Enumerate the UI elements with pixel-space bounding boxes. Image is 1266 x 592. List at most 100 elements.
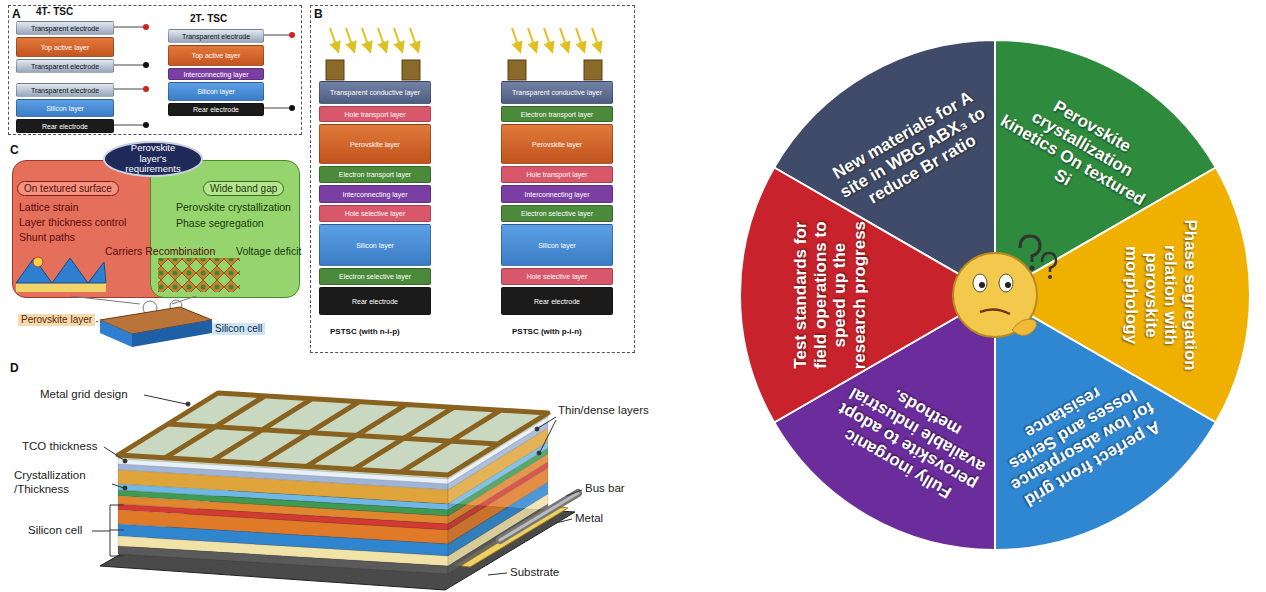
- label-text: Silicon cell: [28, 524, 82, 538]
- panel-frame: BTransparent conductive layerHole transp…: [310, 5, 635, 353]
- label-text: Silicon cell: [212, 323, 265, 335]
- layer-box: Transparent conductive layer: [319, 81, 431, 104]
- layer-box: Rear electrode: [168, 103, 264, 116]
- leader-lines: [92, 395, 582, 575]
- layer-box: Hole transport layer: [501, 166, 613, 183]
- layer-box: Transparent electrode: [16, 21, 114, 35]
- wheel-segment: Phase segregation relation with perovski…: [1121, 208, 1199, 383]
- label-text: Thin/dense layers: [558, 404, 649, 418]
- node-text: Rear electrode: [42, 123, 88, 130]
- thinking-face: [953, 236, 1056, 337]
- node-text: Transparent conductive layer: [330, 89, 420, 96]
- node-text: Fully inorganic perovskite to adopt avai…: [835, 383, 988, 502]
- node-text: Lattice strain: [19, 201, 79, 213]
- node-text: Perovskite crystallization kinetics On t…: [997, 97, 1148, 210]
- layer-box: Top active layer: [168, 45, 264, 66]
- label-text: 4T- TSC: [36, 6, 73, 18]
- shunt-mark: [33, 257, 43, 267]
- node-text: Interconnecting layer: [343, 191, 408, 198]
- requirements-ellipse: Perovskite layer's requirements: [103, 141, 203, 177]
- layer-box: Hole selective layer: [501, 268, 613, 285]
- wheel-segment: Perovskite crystallization kinetics On t…: [982, 74, 1173, 229]
- bus-bar: [500, 493, 578, 540]
- sun-ray: [512, 28, 519, 48]
- node-text: Silicon layer: [356, 242, 394, 249]
- node-text: Phase segregation: [176, 217, 264, 229]
- label-text: 2T- TSC: [190, 13, 227, 25]
- node-text: Electron transport layer: [521, 111, 593, 118]
- layer-box: Silicon layer: [168, 82, 264, 101]
- node-text: Test standards for field operations to s…: [791, 221, 869, 369]
- node-text: Electron selective layer: [521, 210, 593, 217]
- layer-box: Transparent conductive layer: [501, 81, 613, 104]
- node-text: Transparent electrode: [31, 25, 99, 32]
- layer-box: Electron selective layer: [501, 205, 613, 222]
- node-text: Top active layer: [41, 44, 90, 51]
- layer-box: Electron transport layer: [319, 166, 431, 183]
- panel-letter: A: [12, 7, 21, 21]
- sun-ray: [544, 28, 551, 48]
- node-text: Wide band gap: [203, 181, 284, 196]
- node-text: Top active layer: [192, 52, 241, 59]
- layer-box: Interconnecting layer: [168, 68, 264, 80]
- textured-pyramids: [16, 258, 106, 283]
- layer-box: Rear electrode: [16, 119, 114, 133]
- layer-box: Hole selective layer: [319, 205, 431, 222]
- metal-grid: [118, 393, 548, 475]
- label-text: PSTSC (with n-i-p): [330, 327, 400, 337]
- sun-ray: [362, 28, 369, 48]
- layer-box: Silicon layer: [501, 224, 613, 266]
- layer-box: Rear electrode: [501, 287, 613, 315]
- node-text: Perovskite layer: [350, 141, 400, 148]
- node-text: Transparent electrode: [31, 87, 99, 94]
- sun-ray: [394, 28, 401, 48]
- node-text: On textured surface: [17, 181, 119, 196]
- label-text: Metal: [575, 512, 603, 526]
- sunlight-arrows: [330, 28, 599, 48]
- sun-ray: [528, 28, 535, 48]
- layer-box: Rear electrode: [319, 287, 431, 315]
- layer-side: [448, 494, 548, 566]
- node-text: Perovskite crystallization: [176, 201, 291, 213]
- label-text: Substrate: [510, 566, 559, 580]
- label-text: C: [10, 143, 19, 157]
- layer-box: Interconnecting layer: [319, 185, 431, 203]
- node-text: Perovskite layer: [532, 141, 582, 148]
- sun-ray: [560, 28, 567, 48]
- node-text: Interconnecting layer: [184, 71, 249, 78]
- sun-ray: [410, 28, 417, 48]
- sun-ray: [346, 28, 353, 48]
- label-text: Bus bar: [585, 482, 625, 496]
- layer-box: Interconnecting layer: [501, 185, 613, 203]
- node-text: Rear electrode: [534, 298, 580, 305]
- cell-sketch: [84, 307, 212, 347]
- wheel-segment: New materials for A site in WBG ABX₃ to …: [822, 83, 1003, 221]
- node-text: Hole transport layer: [344, 111, 405, 118]
- sun-ray: [576, 28, 583, 48]
- research-wheel: [740, 40, 1250, 550]
- layer-box: Electron selective layer: [319, 268, 431, 285]
- node-text: Silicon layer: [538, 242, 576, 249]
- node-text: New materials for A site in WBG ABX₃ to …: [829, 87, 988, 207]
- node-text: Rear electrode: [193, 106, 239, 113]
- sun-ray: [330, 28, 337, 48]
- wheel-segment: Fully inorganic perovskite to adopt avai…: [817, 360, 1008, 515]
- tandem-stack-illustration: [100, 393, 578, 590]
- sun-ray: [592, 28, 599, 48]
- node-text: Silicon layer: [197, 88, 235, 95]
- layer-box: Silicon layer: [319, 224, 431, 266]
- layer-box: Silicon layer: [16, 99, 114, 117]
- node-text: Voltage deficit: [236, 245, 301, 257]
- metal-contacts: [326, 60, 602, 80]
- label-text: TCO thickness: [22, 440, 97, 454]
- node-text: Electron selective layer: [339, 273, 411, 280]
- node-text: Rear electrode: [352, 298, 398, 305]
- node-text: Transparent conductive layer: [512, 89, 602, 96]
- node-text: Electron transport layer: [339, 171, 411, 178]
- label-text: Perovskite layer: [18, 314, 95, 326]
- wheel-segment: Test standards for field operations to s…: [791, 208, 869, 383]
- node-text: Transparent electrode: [31, 63, 99, 70]
- node-text: Hole transport layer: [526, 171, 587, 178]
